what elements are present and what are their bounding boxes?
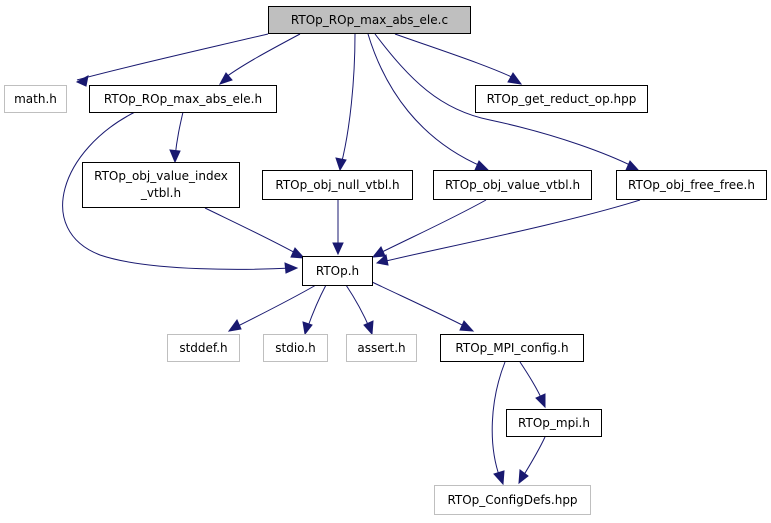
edge-root-to-get-reduct: [394, 33, 519, 81]
node-value-vtbl[interactable]: RTOp_obj_value_vtbl.h: [433, 170, 592, 200]
node-label: RTOp_ROp_max_abs_ele.h: [104, 92, 262, 106]
node-label: RTOp_ROp_max_abs_ele.c: [291, 13, 448, 27]
edge-value-vtbl-to-rtop: [377, 199, 487, 255]
node-null-vtbl[interactable]: RTOp_obj_null_vtbl.h: [262, 170, 413, 200]
node-stdio: stdio.h: [263, 334, 328, 362]
node-label: RTOp_MPI_config.h: [455, 341, 568, 355]
edge-root-to-math: [76, 33, 269, 81]
node-mpi-config[interactable]: RTOp_MPI_config.h: [440, 334, 584, 362]
arrowhead: [518, 469, 529, 485]
arrowhead: [218, 72, 233, 85]
arrowhead: [375, 254, 389, 266]
arrowhead: [459, 320, 475, 332]
edge-root-to-null-vtbl: [340, 33, 356, 166]
edge-mpi-to-config-defs: [521, 436, 546, 479]
edge-root-to-rop-header: [221, 33, 301, 81]
node-rtop[interactable]: RTOp.h: [302, 256, 373, 286]
edge-free-free-to-rtop: [381, 199, 641, 263]
node-mpi[interactable]: RTOp_mpi.h: [506, 409, 602, 437]
arrowhead: [474, 160, 490, 171]
node-label: RTOp_obj_null_vtbl.h: [275, 178, 399, 192]
node-free-free[interactable]: RTOp_obj_free_free.h: [616, 170, 767, 200]
node-label: RTOp_obj_free_free.h: [628, 178, 755, 192]
arrowhead: [363, 320, 374, 336]
edge-rtop-to-stddef: [233, 284, 317, 329]
node-label: RTOp_ConfigDefs.hpp: [447, 493, 577, 507]
arrowhead: [493, 470, 505, 486]
node-label: stddef.h: [179, 341, 227, 355]
node-math: math.h: [4, 85, 67, 113]
node-assert: assert.h: [346, 334, 417, 362]
edge-rtop-to-stdio: [306, 284, 327, 330]
node-config-defs: RTOp_ConfigDefs.hpp: [434, 485, 591, 515]
arrowhead: [507, 72, 523, 85]
node-label: stdio.h: [275, 341, 315, 355]
nodes: RTOp_ROp_max_abs_ele.c math.h RTOp_ROp_m…: [4, 6, 767, 515]
node-label: assert.h: [357, 341, 405, 355]
arrowhead: [535, 393, 546, 409]
arrowhead: [371, 246, 386, 258]
node-label: RTOp_get_reduct_op.hpp: [487, 92, 637, 106]
arrowhead: [625, 160, 641, 172]
node-label: RTOp_obj_value_vtbl.h: [445, 178, 580, 192]
node-label: RTOp.h: [316, 264, 359, 278]
edge-mpi-config-to-config-defs: [491, 361, 506, 479]
arrowhead: [302, 321, 313, 336]
arrowhead: [227, 319, 242, 332]
arrowhead: [284, 262, 299, 274]
node-get-reduct[interactable]: RTOp_get_reduct_op.hpp: [475, 85, 648, 113]
node-value-index-vtbl[interactable]: RTOp_obj_value_index _vtbl.h: [82, 162, 240, 208]
edge-rtop-to-mpi-config: [371, 281, 469, 329]
arrowhead: [335, 157, 347, 172]
node-label: RTOp_mpi.h: [518, 416, 590, 430]
edge-value-index-to-rtop: [204, 207, 300, 256]
node-root[interactable]: RTOp_ROp_max_abs_ele.c: [268, 6, 471, 34]
node-label: RTOp_obj_value_index: [94, 169, 228, 183]
arrowhead: [169, 149, 181, 164]
node-label: _vtbl.h: [140, 186, 181, 200]
arrowhead: [290, 247, 306, 259]
node-rop-header[interactable]: RTOp_ROp_max_abs_ele.h: [89, 85, 277, 113]
arrowhead: [75, 75, 89, 87]
arrowhead: [332, 242, 344, 256]
edges: [62, 33, 641, 486]
edge-rop-header-to-rtop: [62, 111, 293, 270]
node-stddef: stddef.h: [167, 334, 240, 362]
node-label: math.h: [14, 92, 57, 106]
edge-rtop-to-assert: [345, 284, 371, 330]
edge-root-to-free-free: [374, 33, 635, 168]
edge-root-to-value-vtbl: [367, 33, 484, 168]
